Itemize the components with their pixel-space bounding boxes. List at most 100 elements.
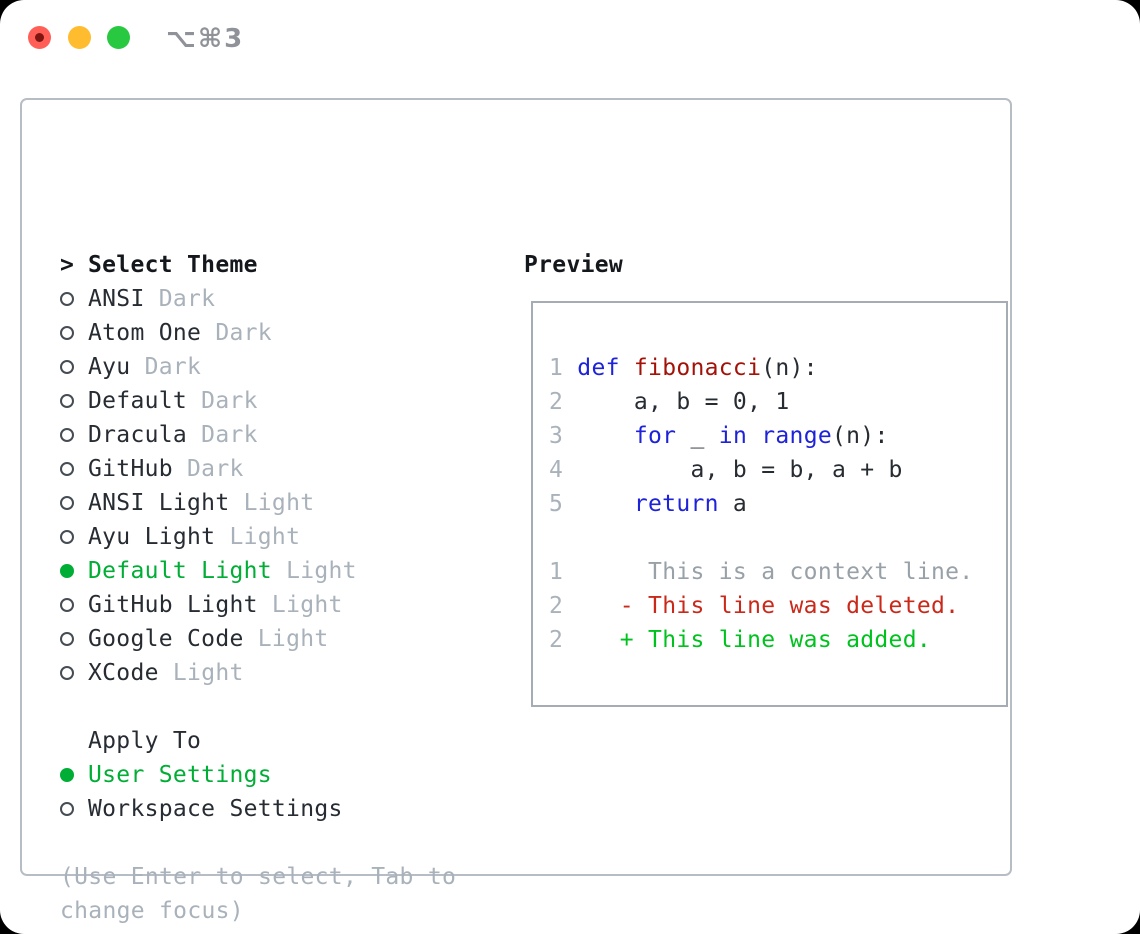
radio-icon — [60, 394, 88, 408]
theme-name: ANSI Light — [88, 490, 230, 516]
theme-option-github-dark[interactable]: GitHub Dark — [60, 452, 474, 486]
theme-option-ansi-light-light[interactable]: ANSI Light Light — [60, 486, 474, 520]
apply-option-label: User Settings — [88, 762, 272, 788]
theme-type-label: Light — [271, 558, 357, 584]
close-button[interactable] — [28, 26, 51, 49]
theme-option-default-light-light[interactable]: Default Light Light — [60, 554, 474, 588]
diff-marker: + — [619, 627, 649, 653]
radio-icon — [60, 530, 88, 544]
code-segment: def — [577, 355, 620, 381]
preview-code-line: 1 def fibonacci(n): — [549, 351, 1006, 385]
theme-type-label: Light — [215, 524, 301, 550]
theme-type-label: Dark — [172, 456, 244, 482]
code-segment: _ — [676, 423, 719, 449]
theme-type-label: Dark — [187, 422, 258, 448]
diff-text: This line was added. — [648, 627, 931, 653]
radio-icon — [60, 598, 88, 612]
diff-text: This line was deleted. — [648, 593, 960, 619]
theme-type-label: Dark — [144, 286, 216, 312]
line-number: 2 — [549, 593, 620, 619]
apply-to-header: Apply To — [60, 724, 474, 758]
line-number: 2 — [549, 389, 578, 415]
theme-option-ansi-dark[interactable]: ANSI Dark — [60, 282, 474, 316]
line-number: 4 — [549, 457, 578, 483]
zoom-button[interactable] — [107, 26, 130, 49]
apply-to-title: Apply To — [88, 728, 202, 754]
theme-name: ANSI — [88, 286, 145, 312]
radio-icon — [60, 802, 88, 816]
code-segment: (n): — [832, 423, 889, 449]
theme-option-google-code-light[interactable]: Google Code Light — [60, 622, 474, 656]
theme-option-atom-one-dark[interactable]: Atom One Dark — [60, 316, 474, 350]
theme-type-label: Dark — [187, 388, 258, 414]
radio-selected-icon — [60, 564, 88, 578]
theme-name: Atom One — [88, 320, 202, 346]
code-segment — [747, 423, 761, 449]
window-title: ⌥⌘3 — [166, 24, 245, 54]
close-dot-icon — [35, 33, 44, 42]
theme-option-ayu-dark[interactable]: Ayu Dark — [60, 350, 474, 384]
theme-name: Ayu — [88, 354, 131, 380]
theme-option-dracula-dark[interactable]: Dracula Dark — [60, 418, 474, 452]
preview-code-line: 4 a, b = b, a + b — [549, 453, 1006, 487]
preview-header: Preview — [524, 252, 624, 278]
minimize-button[interactable] — [68, 26, 91, 49]
radio-selected-icon — [60, 768, 88, 782]
preview-code-line: 2 a, b = 0, 1 — [549, 385, 1006, 419]
preview-diff-line-context: 1 This is a context line. — [549, 555, 1006, 589]
theme-option-ayu-light-light[interactable]: Ayu Light Light — [60, 520, 474, 554]
code-segment: a — [718, 491, 748, 517]
theme-name: Google Code — [88, 626, 244, 652]
code-segment: in — [718, 423, 748, 449]
apply-option-label: Workspace Settings — [88, 796, 343, 822]
radio-icon — [60, 666, 88, 680]
code-segment — [577, 491, 634, 517]
theme-name: Ayu Light — [88, 524, 216, 550]
theme-type-label: Light — [229, 490, 315, 516]
radio-icon — [60, 462, 88, 476]
preview-diff-line-deleted: 2 - This line was deleted. — [549, 589, 1006, 623]
code-segment: for — [633, 423, 677, 449]
theme-name: Dracula — [88, 422, 188, 448]
preview-code-line: 3 for _ in range(n): — [549, 419, 1006, 453]
theme-option-default-dark[interactable]: Default Dark — [60, 384, 474, 418]
prompt-caret-icon: > — [60, 252, 75, 278]
code-segment: a, b = b, a + b — [577, 457, 903, 483]
diff-marker — [620, 559, 648, 585]
help-text: (Use Enter to select, Tab to change focu… — [60, 864, 457, 924]
theme-type-label: Dark — [130, 354, 202, 380]
line-number: 5 — [549, 491, 578, 517]
line-number: 1 — [549, 559, 620, 585]
code-segment — [577, 423, 634, 449]
theme-name: GitHub — [88, 456, 173, 482]
theme-type-label: Light — [158, 660, 244, 686]
radio-icon — [60, 292, 88, 306]
radio-icon — [60, 496, 88, 510]
apply-option-user-settings[interactable]: User Settings — [60, 758, 474, 792]
line-number: 2 — [549, 627, 620, 653]
code-segment: fibonacci — [633, 355, 762, 381]
preview-code-line: 5 return a — [549, 487, 1006, 521]
code-segment: (n): — [761, 355, 818, 381]
theme-type-label: Dark — [201, 320, 272, 346]
diff-marker: - — [619, 593, 649, 619]
select-theme-header: > Select Theme — [60, 248, 474, 282]
theme-name: Default Light — [88, 558, 272, 584]
apply-option-workspace-settings[interactable]: Workspace Settings — [60, 792, 474, 826]
theme-option-github-light-light[interactable]: GitHub Light Light — [60, 588, 474, 622]
preview-diff-line-added: 2 + This line was added. — [549, 623, 1006, 657]
diff-text: This is a context line. — [648, 559, 974, 585]
theme-name: XCode — [88, 660, 159, 686]
code-segment: return — [633, 491, 719, 517]
radio-icon — [60, 632, 88, 646]
code-segment: range — [761, 423, 832, 449]
radio-icon — [60, 360, 88, 374]
theme-option-xcode-light[interactable]: XCode Light — [60, 656, 474, 690]
line-number: 1 — [549, 355, 578, 381]
